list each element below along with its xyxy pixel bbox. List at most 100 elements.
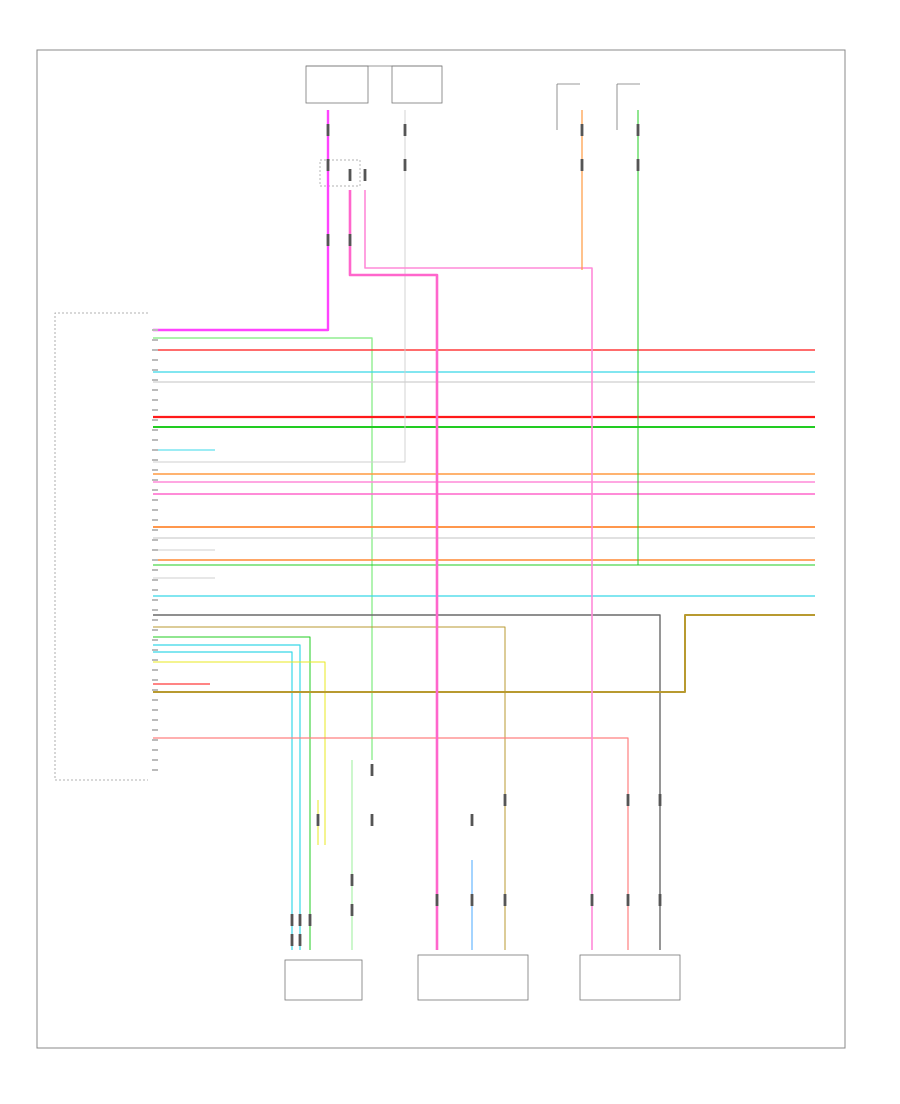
module-pin-stub <box>152 419 158 421</box>
wire-w9 <box>364 190 593 950</box>
module-pin-stub <box>152 549 158 551</box>
module-pin-stub <box>152 649 158 651</box>
wire-w7 <box>153 110 815 566</box>
connector-pin-7 <box>636 159 640 171</box>
module-pin-stub <box>152 499 158 501</box>
module-pin-stub <box>152 689 158 691</box>
connector-pin-29 <box>316 814 320 826</box>
connector-pin-12 <box>370 764 374 776</box>
module-pin-stub <box>152 619 158 621</box>
component-middle <box>417 954 529 1001</box>
wire-w2 <box>153 337 373 760</box>
module-pin-stub <box>152 559 158 561</box>
connector-pin-14 <box>350 874 354 886</box>
connector-pin-22 <box>503 794 507 806</box>
connector-pin-21 <box>658 894 662 906</box>
connector-pin-15 <box>350 904 354 916</box>
connector-pin-6 <box>636 124 640 136</box>
module-pin-stub <box>152 679 158 681</box>
main-module-outline <box>54 312 148 781</box>
connector-pin-0 <box>326 124 330 136</box>
connector-pin-31 <box>298 934 302 946</box>
module-pin-stub <box>152 399 158 401</box>
wire-w1 <box>153 110 330 332</box>
wire-w7 <box>153 636 311 950</box>
wire-w15 <box>153 626 506 950</box>
wire-w14 <box>153 661 326 845</box>
module-pin-stub <box>152 659 158 661</box>
module-pin-stub <box>152 749 158 751</box>
module-pin-stub <box>152 519 158 521</box>
connector-pin-4 <box>580 124 584 136</box>
connector-pin-5 <box>580 159 584 171</box>
connector-pin-25 <box>470 814 474 826</box>
connector-pin-17 <box>470 894 474 906</box>
module-pin-stub <box>152 589 158 591</box>
module-pin-stub <box>152 639 158 641</box>
module-pin-stub <box>152 769 158 771</box>
connector-pin-26 <box>290 914 294 926</box>
module-pin-stub <box>152 359 158 361</box>
connector-pin-10 <box>348 169 352 181</box>
module-pin-stub <box>152 599 158 601</box>
connector-pin-3 <box>403 159 407 171</box>
module-pin-stub <box>152 449 158 451</box>
connector-pin-1 <box>326 159 330 171</box>
junction-connector <box>319 159 361 187</box>
module-pin-stub <box>152 739 158 741</box>
connector-pin-8 <box>326 234 330 246</box>
connector-pin-18 <box>503 894 507 906</box>
module-pin-stub <box>152 509 158 511</box>
mark-layer <box>152 124 662 946</box>
module-pin-stub <box>152 729 158 731</box>
module-pin-stub <box>152 629 158 631</box>
connector-pin-24 <box>626 794 630 806</box>
module-pin-stub <box>152 709 158 711</box>
module-pin-stub <box>152 409 158 411</box>
component-left <box>284 959 363 1001</box>
module-pin-stub <box>152 669 158 671</box>
module-pin-stub <box>152 429 158 431</box>
module-pin-stub <box>152 579 158 581</box>
connector-pin-20 <box>626 894 630 906</box>
connector-pin-16 <box>435 894 439 906</box>
wire-w4 <box>153 651 293 950</box>
module-pin-stub <box>152 439 158 441</box>
module-pin-stub <box>152 489 158 491</box>
module-pin-stub <box>152 459 158 461</box>
connector-pin-9 <box>348 234 352 246</box>
module-pin-stub <box>152 339 158 341</box>
connector-pin-28 <box>308 914 312 926</box>
wire-layer <box>153 110 815 950</box>
module-pin-stub <box>152 379 158 381</box>
wire-w5 <box>153 110 406 463</box>
wire-w15 <box>153 614 815 693</box>
module-pin-stub <box>152 569 158 571</box>
component-right <box>579 954 681 1001</box>
module-pin-stub <box>152 389 158 391</box>
connector-pin-11 <box>363 169 367 181</box>
fuse-box-left <box>305 65 369 104</box>
connector-pin-23 <box>658 794 662 806</box>
connector-pin-2 <box>403 124 407 136</box>
fuse-box-right <box>556 83 640 130</box>
module-pin-stub <box>152 479 158 481</box>
connector-pin-27 <box>298 914 302 926</box>
wire-w10 <box>348 190 439 950</box>
module-pin-stub <box>152 699 158 701</box>
wire-w16 <box>153 614 661 950</box>
wire-w17 <box>153 737 629 950</box>
module-pin-stub <box>152 529 158 531</box>
module-pin-stub <box>152 539 158 541</box>
connector-pin-30 <box>290 934 294 946</box>
module-pin-stub <box>152 469 158 471</box>
module-pin-stub <box>152 609 158 611</box>
connector-pin-19 <box>590 894 594 906</box>
diagram-frame <box>36 49 846 1049</box>
wire-w4 <box>153 644 301 950</box>
module-pin-stub <box>152 719 158 721</box>
module-pin-stub <box>152 759 158 761</box>
module-pin-stub <box>152 369 158 371</box>
